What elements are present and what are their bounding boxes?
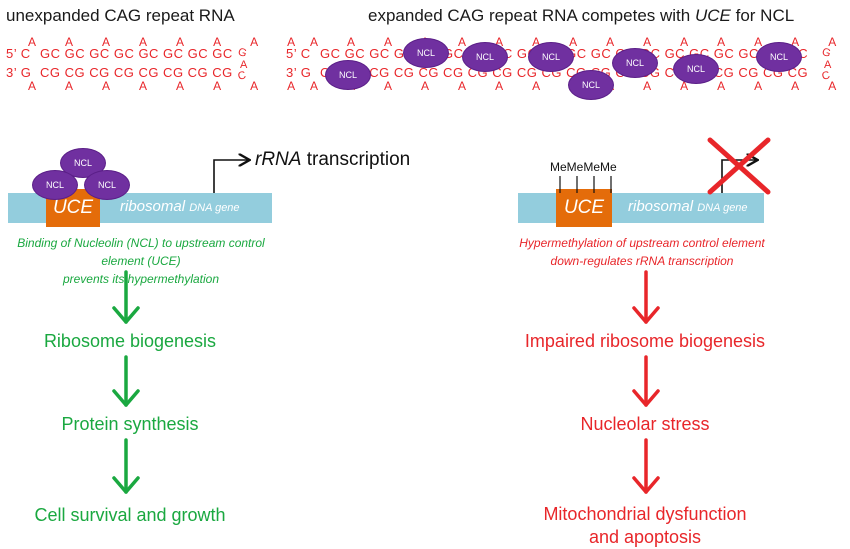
- left-ncl-top: NCL: [60, 148, 106, 178]
- right-ncl-4: NCL: [612, 48, 658, 78]
- left-transcription-arrow: [213, 160, 248, 193]
- right-ncl-3: NCL: [528, 42, 574, 72]
- right-step-mito-dysfunction: Mitochondrial dysfunction: [543, 504, 747, 524]
- left-rna-loop-bottom: A A A A A A A A: [28, 79, 309, 93]
- left-transcription-label: rRNA transcription: [255, 149, 411, 170]
- left-step-cell-survival: Cell survival and growth: [34, 505, 226, 525]
- right-title: expanded CAG repeat RNA competes with UC…: [368, 6, 795, 25]
- left-ncl-left: NCL: [32, 170, 78, 200]
- left-rna-five-prime: 5’ C: [6, 46, 31, 61]
- left-rna-loop-top: A A A A A A A A: [28, 35, 309, 49]
- right-uce-box: UCE: [556, 189, 612, 227]
- left-rna-top-strand: GC GC GC GC GC GC GC GC: [40, 46, 233, 61]
- right-ncl-8: NCL: [568, 70, 614, 100]
- right-caption: Hypermethylation of upstream control ele…: [519, 236, 765, 268]
- left-rna-three-prime: 3’ G: [6, 65, 32, 80]
- right-ribosomal-label: ribosomal DNA gene: [628, 198, 748, 215]
- right-ncl-2: NCL: [462, 42, 508, 72]
- methyl-ticks: [559, 176, 612, 193]
- left-rna-bottom-strand: CG CG CG CG CG CG CG CG: [40, 65, 233, 80]
- left-rna-hairpin-a: A: [240, 59, 248, 71]
- left-step-protein-synthesis: Protein synthesis: [61, 414, 199, 434]
- right-rna-five-prime: 5’ C: [286, 46, 311, 61]
- right-step-impaired-ribosome: Impaired ribosome biogenesis: [524, 331, 766, 351]
- right-ncl-7: NCL: [325, 60, 371, 90]
- right-ncl-1: NCL: [403, 38, 449, 68]
- left-uce-box: UCE: [46, 189, 100, 227]
- right-step-nucleolar-stress: Nucleolar stress: [580, 414, 710, 434]
- left-step-ribosome-biogenesis: Ribosome biogenesis: [43, 331, 217, 351]
- left-ncl-right: NCL: [84, 170, 130, 200]
- blocked-x-icon: [707, 137, 771, 195]
- left-title: unexpanded CAG repeat RNA: [6, 6, 235, 25]
- right-down-arrows: [632, 270, 660, 494]
- left-caption: Binding of Nucleolin (NCL) to upstream c…: [17, 236, 265, 286]
- right-rna-hairpin-a: A: [824, 59, 832, 71]
- right-methyl-label: MeMeMeMe: [550, 160, 617, 174]
- left-down-arrows: [112, 270, 140, 494]
- left-ribosomal-label: ribosomal DNA gene: [120, 198, 240, 215]
- right-step-apoptosis: and apoptosis: [588, 527, 702, 547]
- right-rna-three-prime: 3’ G: [286, 65, 312, 80]
- right-ncl-6: NCL: [756, 42, 802, 72]
- right-ncl-5: NCL: [673, 54, 719, 84]
